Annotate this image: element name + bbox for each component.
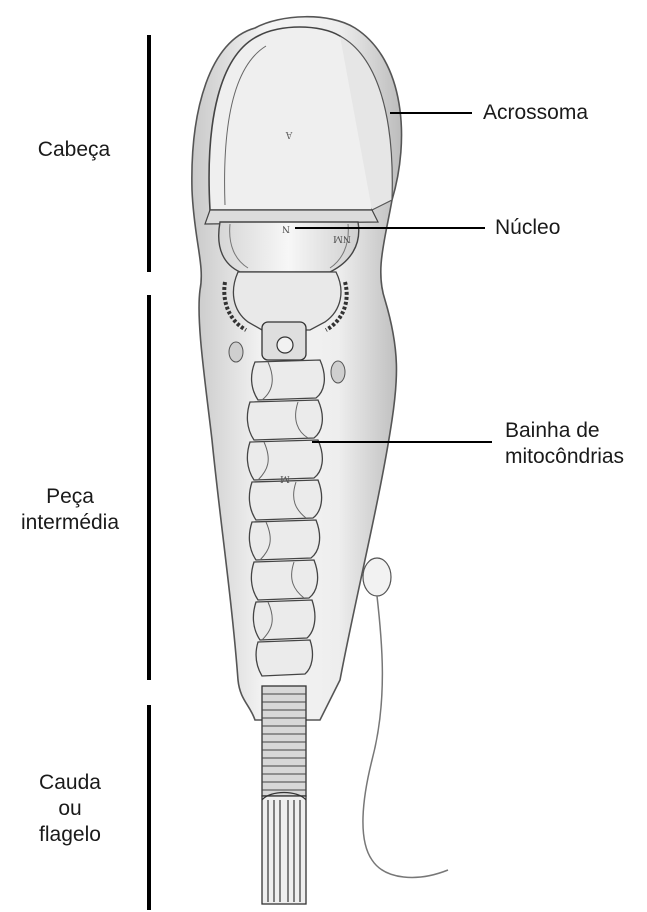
- neck-region: [233, 272, 341, 330]
- nucleus-mark: N: [282, 223, 290, 235]
- cytoplasm-droplet-right: [331, 361, 345, 383]
- inset-sperm-tail: [363, 596, 448, 877]
- mitochondrial-sheath: [247, 360, 324, 676]
- centriole: [277, 337, 293, 353]
- inset-sperm-head: [363, 558, 391, 596]
- nuclear-membrane-mark: NM: [333, 233, 351, 245]
- cytoplasm-droplet-left: [229, 342, 243, 362]
- mito-mark: M: [280, 473, 290, 485]
- acrosome-mark: A: [285, 129, 293, 140]
